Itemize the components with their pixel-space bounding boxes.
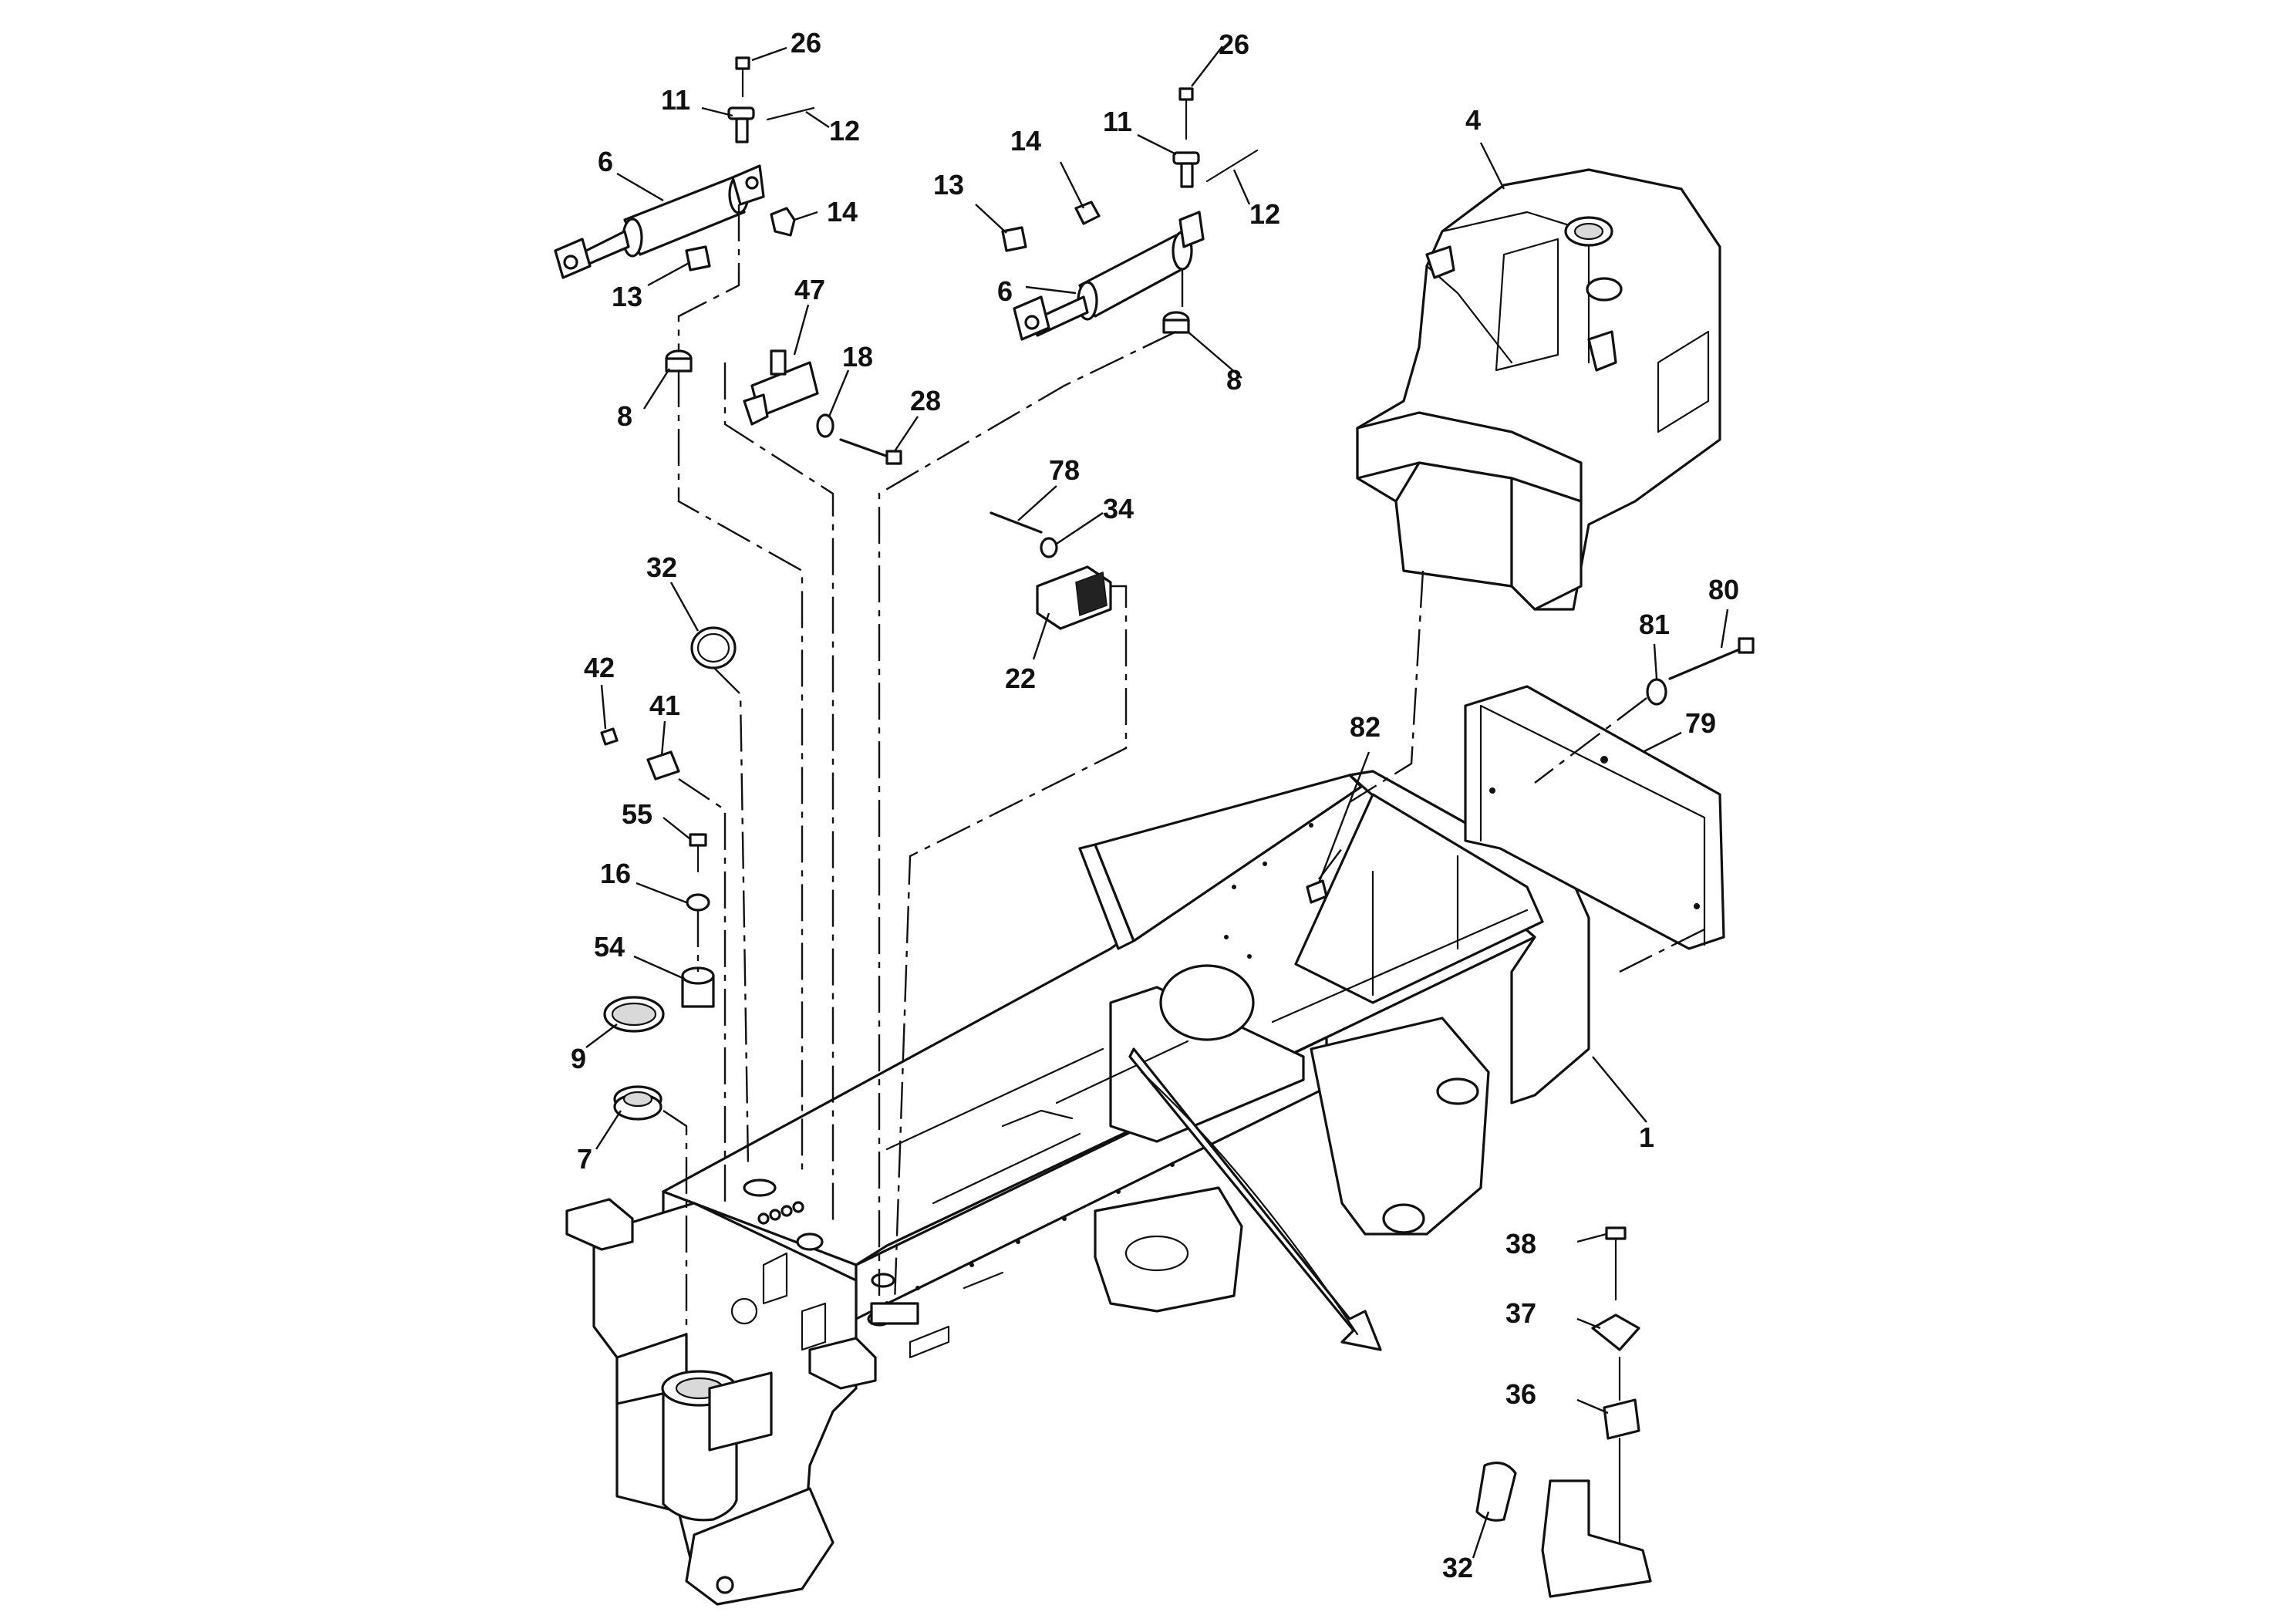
callout-4: 4 xyxy=(1465,104,1481,136)
callout-41: 41 xyxy=(649,690,680,721)
callout-32: 32 xyxy=(646,551,677,583)
callout-82: 82 xyxy=(1350,711,1381,743)
callout-8: 8 xyxy=(617,400,632,432)
callout-42: 42 xyxy=(584,652,615,683)
callout-54: 54 xyxy=(594,931,625,963)
callout-55: 55 xyxy=(622,798,652,830)
callout-81: 81 xyxy=(1639,609,1670,640)
callout-26: 26 xyxy=(791,27,821,59)
callout-6: 6 xyxy=(598,146,613,177)
counterweight-part-79 xyxy=(1464,685,1725,950)
callout-11: 11 xyxy=(661,84,690,116)
hydraulic-cylinder-right-part-6 xyxy=(1013,211,1205,341)
callout-13: 13 xyxy=(933,169,964,201)
callout-47: 47 xyxy=(794,274,825,305)
main-frame-part-1 xyxy=(565,770,1590,1606)
fuel-tank-part-4 xyxy=(1356,168,1721,611)
callout-37: 37 xyxy=(1505,1297,1536,1329)
callout-labels: 26 11 12 6 14 13 8 47 18 28 26 11 12 14 … xyxy=(571,27,1739,1583)
callout-28: 28 xyxy=(910,385,941,416)
callout-11: 11 xyxy=(1103,106,1132,137)
callout-32: 32 xyxy=(1442,1552,1473,1583)
callout-1: 1 xyxy=(1639,1121,1654,1153)
callout-18: 18 xyxy=(842,341,873,373)
assembly-dashed-lines xyxy=(663,204,1705,1373)
callout-79: 79 xyxy=(1685,707,1716,739)
callout-36: 36 xyxy=(1505,1378,1536,1410)
callout-14: 14 xyxy=(827,196,858,228)
callout-34: 34 xyxy=(1103,493,1134,524)
callout-26: 26 xyxy=(1219,29,1249,60)
callout-6: 6 xyxy=(997,275,1013,307)
callout-38: 38 xyxy=(1505,1228,1536,1259)
callout-13: 13 xyxy=(612,281,642,312)
callout-8: 8 xyxy=(1226,364,1242,396)
callout-22: 22 xyxy=(1005,663,1036,694)
hydraulic-cylinder-left-part-6 xyxy=(554,164,765,279)
callout-14: 14 xyxy=(1010,125,1041,157)
callout-12: 12 xyxy=(1249,198,1280,230)
small-fasteners xyxy=(600,56,1755,1121)
callout-leaders xyxy=(585,46,1729,1559)
callout-9: 9 xyxy=(571,1043,586,1074)
detail-mount-assembly xyxy=(1475,1226,1652,1598)
callout-12: 12 xyxy=(829,115,860,147)
callout-7: 7 xyxy=(577,1143,592,1175)
callout-78: 78 xyxy=(1049,454,1080,486)
callout-80: 80 xyxy=(1708,574,1739,605)
callout-16: 16 xyxy=(600,858,631,889)
